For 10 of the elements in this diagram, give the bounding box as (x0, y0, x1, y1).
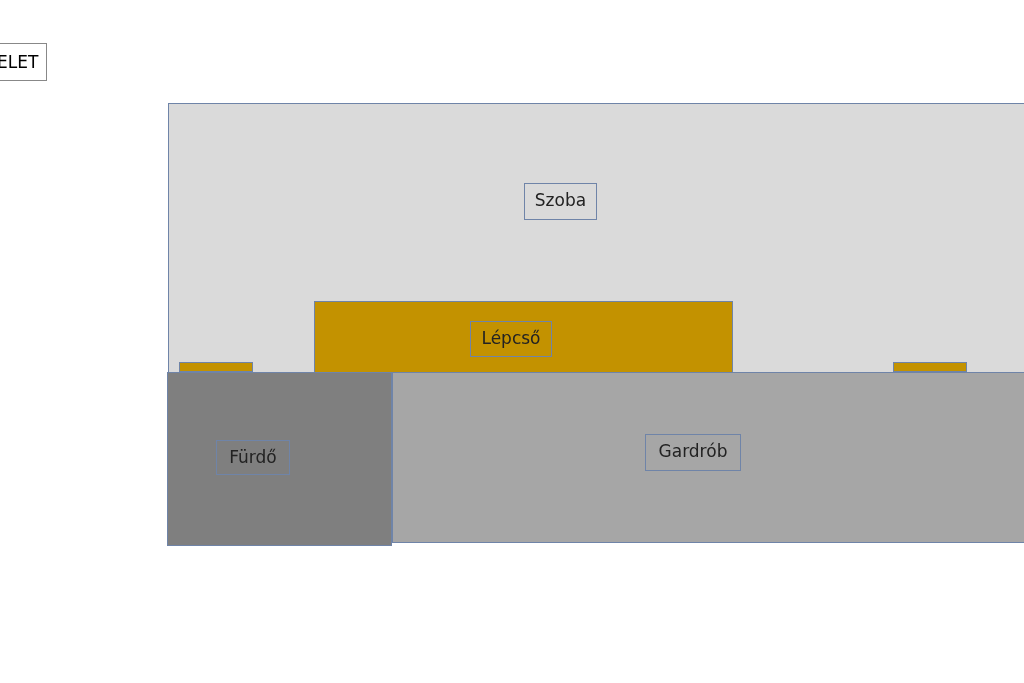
room-label: Szoba (524, 183, 597, 220)
room-label: Fürdő (216, 440, 290, 475)
ledge-bar (893, 362, 967, 372)
room-area (167, 372, 392, 546)
stair-area (314, 301, 733, 374)
ledge-bar (179, 362, 253, 372)
room-area (168, 103, 1024, 373)
room-area (392, 372, 1024, 543)
room-label: Lépcső (470, 321, 552, 357)
room-label: Gardrób (645, 434, 741, 471)
